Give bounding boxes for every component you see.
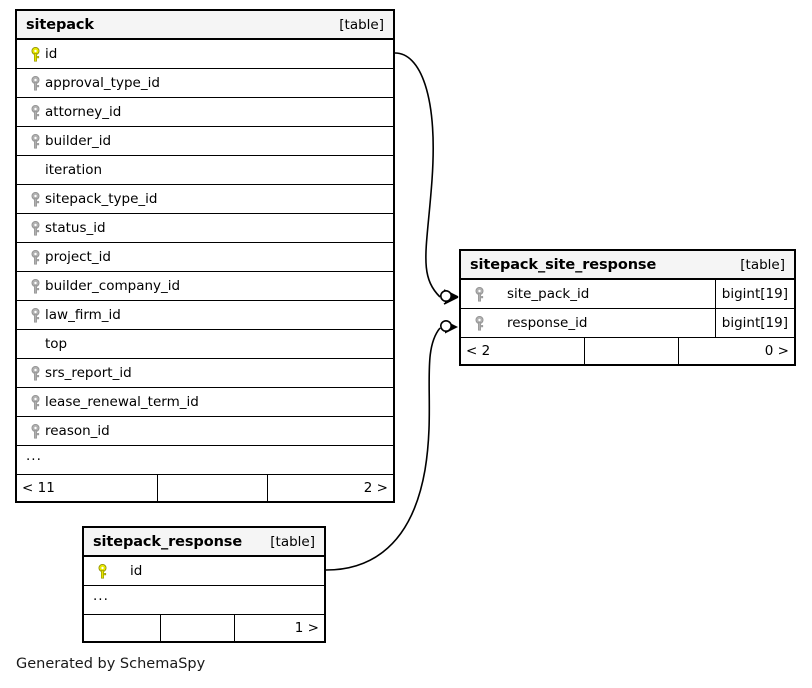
column-name: law_firm_id — [45, 307, 121, 323]
incoming-relationship-count[interactable]: < 11 — [22, 480, 55, 496]
table-footer-sitepack: < 11 2 > — [17, 475, 393, 501]
table-sitepack-response[interactable]: sitepack_response [table] id ... — [82, 526, 326, 643]
column-row-status-id[interactable]: status_id — [17, 214, 393, 243]
column-name: builder_id — [45, 133, 112, 149]
column-row-top[interactable]: top — [17, 330, 393, 359]
column-main: lease_renewal_term_id — [17, 388, 393, 416]
column-row-project-id[interactable]: project_id — [17, 243, 393, 272]
column-name: site_pack_id — [507, 286, 590, 302]
table-tag: [table] — [270, 533, 315, 550]
foreign-key-icon — [26, 423, 45, 439]
column-main: law_firm_id — [17, 301, 393, 329]
column-type: bigint[19] — [714, 280, 794, 308]
footer-middle-cell — [584, 338, 678, 364]
column-name: approval_type_id — [45, 75, 160, 91]
column-row-id[interactable]: id — [84, 557, 324, 586]
column-main: reason_id — [17, 417, 393, 445]
column-name: sitepack_type_id — [45, 191, 158, 207]
column-main: sitepack_type_id — [17, 185, 393, 213]
primary-key-icon — [26, 46, 45, 62]
table-title: sitepack_response — [93, 533, 243, 550]
foreign-key-icon — [26, 104, 45, 120]
table-sitepack-site-response[interactable]: sitepack_site_response [table] site_pack… — [459, 249, 796, 366]
table-title: sitepack_site_response — [470, 256, 657, 273]
outgoing-relationship-count[interactable]: 1 > — [234, 615, 324, 641]
column-name: attorney_id — [45, 104, 122, 120]
primary-key-icon — [93, 563, 112, 579]
foreign-key-icon — [26, 220, 45, 236]
column-main: iteration — [17, 156, 393, 184]
column-main: builder_id — [17, 127, 393, 155]
foreign-key-icon — [26, 75, 45, 91]
column-main: attorney_id — [17, 98, 393, 126]
table-sitepack[interactable]: sitepack [table] id — [15, 9, 395, 503]
ellipsis-text: ... — [26, 448, 42, 464]
column-name: iteration — [45, 162, 103, 178]
incoming-relationship-count[interactable]: < 2 — [466, 343, 491, 359]
table-tag: [table] — [339, 16, 384, 33]
column-main: status_id — [17, 214, 393, 242]
column-row-law-firm-id[interactable]: law_firm_id — [17, 301, 393, 330]
table-footer-sitepack-response: 1 > — [84, 615, 324, 641]
column-name: response_id — [507, 315, 588, 331]
column-name: top — [45, 336, 68, 352]
table-tag: [table] — [740, 256, 785, 273]
more-columns-indicator: ... — [17, 446, 393, 475]
column-row-iteration[interactable]: iteration — [17, 156, 393, 185]
outgoing-relationship-count[interactable]: 0 > — [678, 338, 794, 364]
column-row-site-pack-id[interactable]: site_pack_id bigint[19] — [461, 280, 794, 309]
table-header-sitepack-site-response: sitepack_site_response [table] — [461, 251, 794, 280]
column-name: id — [45, 46, 58, 62]
column-row-builder-company-id[interactable]: builder_company_id — [17, 272, 393, 301]
foreign-key-icon — [470, 315, 489, 331]
column-name: srs_report_id — [45, 365, 132, 381]
column-main: builder_company_id — [17, 272, 393, 300]
column-name: status_id — [45, 220, 106, 236]
column-row-builder-id[interactable]: builder_id — [17, 127, 393, 156]
generated-by-caption: Generated by SchemaSpy — [16, 656, 206, 672]
foreign-key-icon — [26, 249, 45, 265]
column-main: id — [84, 557, 324, 585]
table-header-sitepack: sitepack [table] — [17, 11, 393, 40]
column-type: bigint[19] — [714, 309, 794, 337]
column-main: approval_type_id — [17, 69, 393, 97]
foreign-key-icon — [26, 365, 45, 381]
column-name: project_id — [45, 249, 111, 265]
table-title: sitepack — [26, 16, 94, 33]
footer-middle-cell — [157, 475, 267, 501]
column-main: srs_report_id — [17, 359, 393, 387]
footer-middle-cell — [160, 615, 234, 641]
foreign-key-icon — [26, 394, 45, 410]
column-main: id — [17, 40, 393, 68]
column-main: top — [17, 330, 393, 358]
table-header-sitepack-response: sitepack_response [table] — [84, 528, 324, 557]
column-main: project_id — [17, 243, 393, 271]
more-columns-indicator: ... — [84, 586, 324, 615]
incoming-relationship-count[interactable] — [84, 615, 160, 641]
column-row-response-id[interactable]: response_id bigint[19] — [461, 309, 794, 338]
column-name: reason_id — [45, 423, 110, 439]
foreign-key-icon — [26, 307, 45, 323]
column-row-attorney-id[interactable]: attorney_id — [17, 98, 393, 127]
foreign-key-icon — [26, 133, 45, 149]
column-name: id — [130, 563, 143, 579]
column-main: response_id — [461, 309, 715, 337]
foreign-key-icon — [26, 191, 45, 207]
column-row-reason-id[interactable]: reason_id — [17, 417, 393, 446]
column-row-id[interactable]: id — [17, 40, 393, 69]
column-name: builder_company_id — [45, 278, 181, 294]
outgoing-relationship-count[interactable]: 2 > — [267, 475, 393, 501]
ellipsis-text: ... — [93, 588, 109, 604]
relationship-line-sitepack-to-site-pack-id — [394, 52, 459, 305]
column-row-approval-type-id[interactable]: approval_type_id — [17, 69, 393, 98]
column-row-srs-report-id[interactable]: srs_report_id — [17, 359, 393, 388]
column-main: site_pack_id — [461, 280, 715, 308]
column-row-lease-renewal-term-id[interactable]: lease_renewal_term_id — [17, 388, 393, 417]
foreign-key-icon — [26, 278, 45, 294]
column-row-sitepack-type-id[interactable]: sitepack_type_id — [17, 185, 393, 214]
foreign-key-icon — [470, 286, 489, 302]
column-name: lease_renewal_term_id — [45, 394, 199, 410]
table-footer-sitepack-site-response: < 2 0 > — [461, 338, 794, 364]
